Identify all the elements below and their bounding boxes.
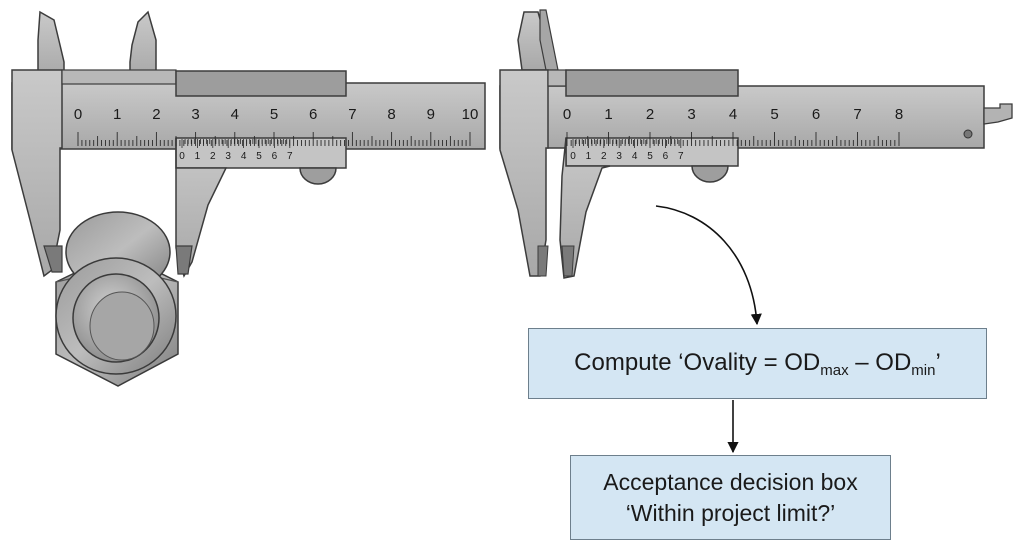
main-scale-label: 4 [231,106,239,123]
vernier-label: 2 [210,151,216,162]
vernier-label: 5 [256,151,262,162]
vernier-label: 1 [586,151,592,162]
right-sliding-lower-jaw [559,137,611,279]
main-scale-label: 0 [74,106,82,123]
left-main-scale-labels: 0 1 2 3 4 5 6 7 8 9 10 [74,106,479,123]
locking-screw [963,129,973,139]
main-scale-label: 8 [895,106,903,123]
main-scale-label: 10 [462,106,479,123]
main-scale-label: 8 [387,106,395,123]
vernier-label: 7 [287,151,293,162]
decision-line-1: Acceptance decision box [603,468,858,495]
decision-line-2: ‘Within project limit?’ [625,499,836,526]
vernier-label: 6 [663,151,669,162]
vernier-label: 0 [570,151,576,162]
main-scale-label: 1 [113,106,121,123]
pipe-fitting [55,211,179,387]
main-scale-label: 3 [191,106,199,123]
left-fixed-lower-jaw [11,69,63,278]
main-scale-label: 2 [646,106,654,123]
left-sliding-upper-jaw [129,10,157,79]
main-scale-label: 7 [853,106,861,123]
vernier-label: 3 [225,151,231,162]
right-vernier-ticks [572,139,682,148]
left-thumb-wheel [299,167,337,185]
vernier-label: 1 [195,151,201,162]
vernier-label: 0 [179,151,185,162]
right-depth-rod [565,69,739,97]
main-scale-label: 1 [604,106,612,123]
vernier-label: 6 [272,151,278,162]
left-depth-rod [175,70,347,97]
right-thumb-wheel [691,165,729,183]
main-scale-label: 4 [729,106,737,123]
main-scale-label: 0 [563,106,571,123]
vernier-label: 5 [647,151,653,162]
curved-arrow-to-compute [655,205,762,326]
main-scale-label: 7 [348,106,356,123]
main-scale-label: 9 [427,106,435,123]
compute-ovality-box: Compute ‘Ovality = ODmax – ODmin’ [528,328,987,399]
left-fixed-upper-jaw [37,10,65,79]
right-main-scale-labels: 0 1 2 3 4 5 6 7 8 [563,106,903,123]
vernier-label: 3 [616,151,622,162]
right-depth-rod-end [983,103,1013,125]
main-scale-label: 2 [152,106,160,123]
left-vernier-ticks [181,139,291,148]
vernier-label: 7 [678,151,684,162]
vernier-label: 2 [601,151,607,162]
main-scale-label: 3 [687,106,695,123]
main-scale-label: 6 [812,106,820,123]
main-scale-label: 5 [770,106,778,123]
main-scale-label: 6 [309,106,317,123]
right-fixed-lower-jaw [499,69,549,277]
main-scale-label: 5 [270,106,278,123]
vernier-label: 4 [241,151,247,162]
vernier-label: 4 [632,151,638,162]
compute-formula: Compute ‘Ovality = ODmax – ODmin’ [574,348,941,379]
acceptance-decision-box: Acceptance decision box ‘Within project … [570,455,891,540]
